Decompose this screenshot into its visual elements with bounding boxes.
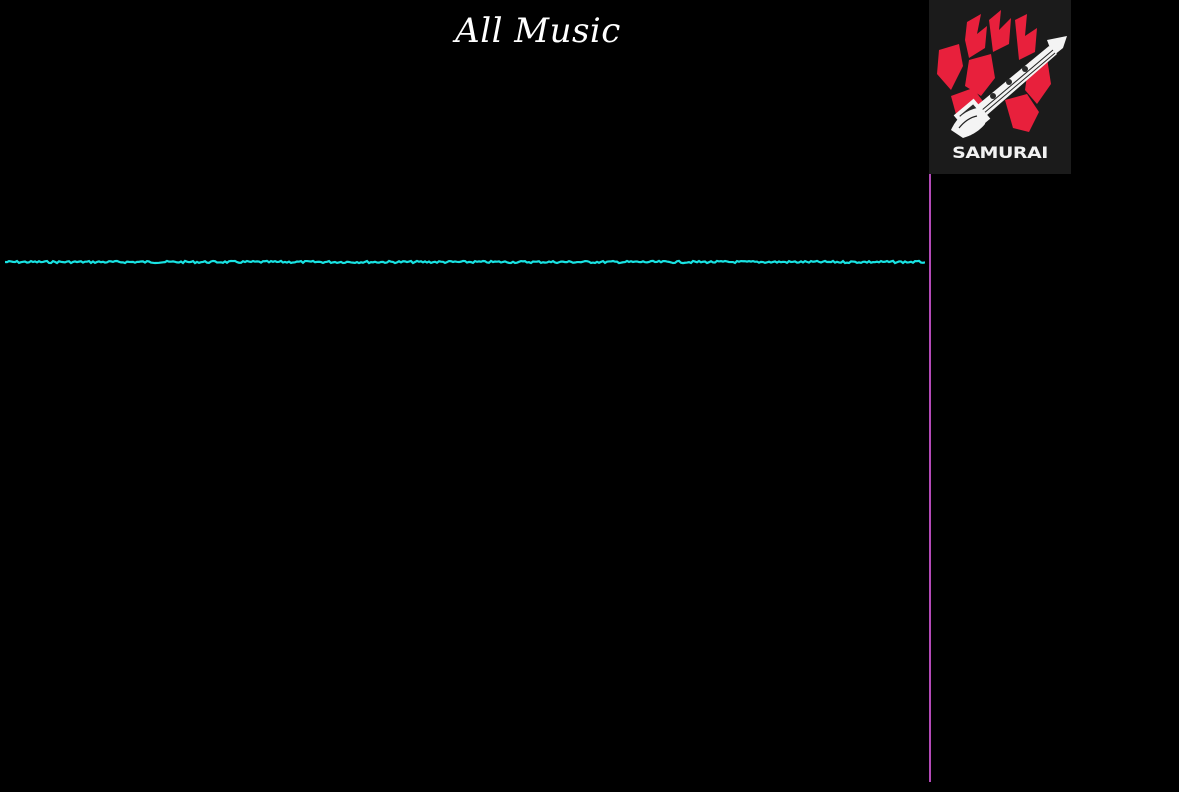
samurai-logo-icon <box>937 10 1067 138</box>
audio-waveform[interactable] <box>5 254 925 270</box>
vertical-divider <box>929 174 931 782</box>
waveform-line <box>5 259 925 265</box>
samurai-logo-text: SAMURAI <box>952 143 1048 163</box>
hand-icon <box>951 108 986 138</box>
page-title: All Music <box>455 11 621 51</box>
album-art[interactable]: SAMURAI <box>929 0 1071 174</box>
